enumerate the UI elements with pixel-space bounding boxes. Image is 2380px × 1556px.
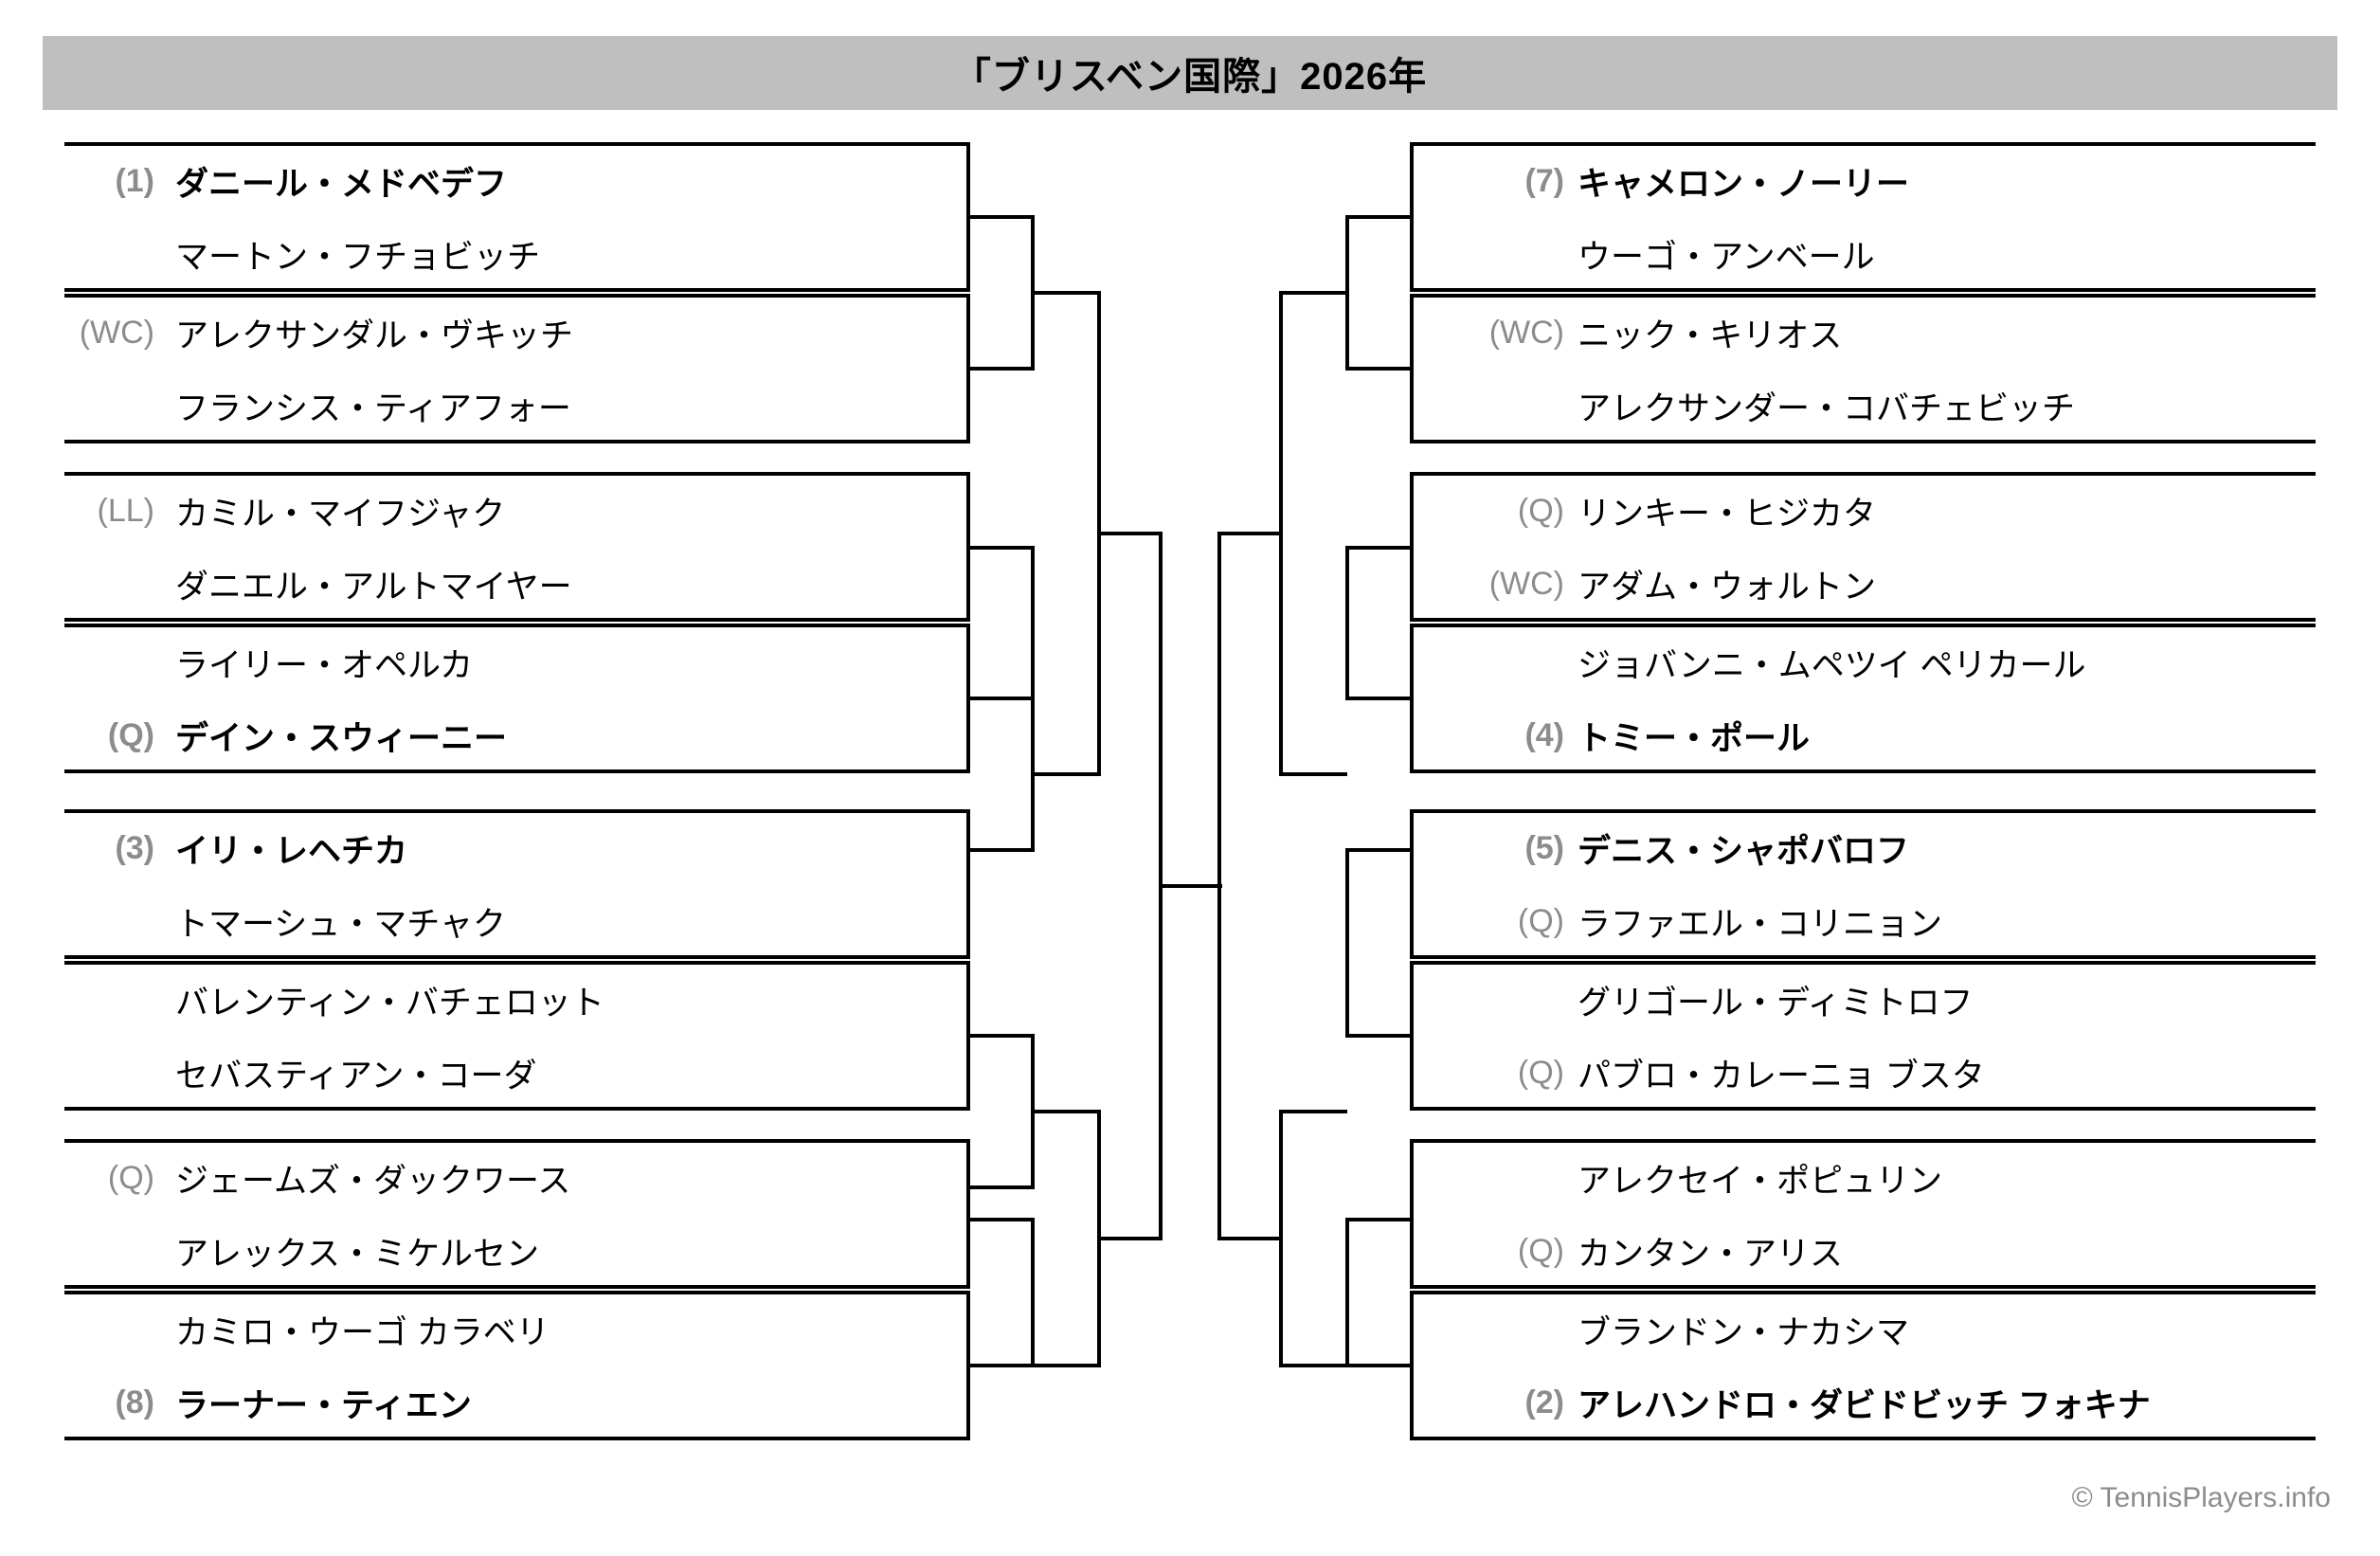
- seed-label: (7): [1524, 162, 1564, 199]
- seed-label: (WC): [1488, 565, 1564, 602]
- player-row[interactable]: (1) ダニール・メドベデフ: [66, 147, 966, 215]
- seed-label: (4): [1524, 716, 1564, 753]
- player-row[interactable]: ジョバンニ・ムペツイ ペリカール: [1464, 628, 2364, 697]
- player-name: フランシス・ティアフォー: [175, 389, 571, 427]
- player-name: カミロ・ウーゴ カラベリ: [175, 1313, 550, 1351]
- player-name: マートン・フチョビッチ: [175, 238, 541, 276]
- player-row[interactable]: トミー・ポール (4): [1464, 701, 2364, 769]
- player-row[interactable]: セバスティアン・コーダ: [66, 1039, 966, 1107]
- player-row[interactable]: (WC) アレクサンダル・ヴキッチ: [66, 299, 966, 367]
- player-row[interactable]: ライリー・オペルカ: [66, 628, 966, 697]
- player-name: カンタン・アリス: [1578, 1235, 1844, 1273]
- player-row[interactable]: デニス・シャポバロフ (5): [1464, 814, 2364, 882]
- seed-label: (Q): [1517, 902, 1564, 939]
- player-row[interactable]: アレクセイ・ポピュリン: [1464, 1144, 2364, 1212]
- seed-label: (LL): [97, 492, 154, 529]
- player-name: アダム・ウォルトン: [1578, 568, 1877, 606]
- player-row[interactable]: ウーゴ・アンベール: [1464, 220, 2364, 288]
- seed-label: (Q): [107, 716, 154, 753]
- seed-label: (3): [115, 829, 154, 866]
- seed-label: (8): [115, 1384, 154, 1420]
- player-name: アレクサンダー・コバチェビッチ: [1578, 389, 2076, 427]
- player-row[interactable]: (Q) デイン・スウィーニー: [66, 701, 966, 769]
- player-row[interactable]: カミロ・ウーゴ カラベリ: [66, 1295, 966, 1364]
- player-name: トマーシュ・マチャク: [175, 905, 506, 943]
- player-name: デニス・シャポバロフ: [1578, 832, 1910, 870]
- player-row[interactable]: マートン・フチョビッチ: [66, 220, 966, 288]
- seed-label: (Q): [107, 1159, 154, 1196]
- player-row[interactable]: キャメロン・ノーリー (7): [1464, 147, 2364, 215]
- player-name: ライリー・オペルカ: [175, 646, 473, 684]
- player-name: アレクサンダル・ヴキッチ: [175, 317, 574, 354]
- seed-label: (WC): [1488, 314, 1564, 351]
- tournament-title-bar: 「ブリスベン国際」2026年: [43, 36, 2337, 110]
- player-name: バレンティン・バチェロット: [175, 984, 604, 1022]
- seed-label: (1): [115, 162, 154, 199]
- player-name: カミル・マイフジャク: [175, 495, 506, 533]
- player-row[interactable]: リンキー・ヒジカタ (Q): [1464, 477, 2364, 545]
- player-name: キャメロン・ノーリー: [1578, 165, 1910, 203]
- player-name: ジェームズ・ダックワース: [175, 1162, 571, 1200]
- player-name: デイン・スウィーニー: [175, 719, 508, 757]
- player-row[interactable]: ダニエル・アルトマイヤー: [66, 550, 966, 618]
- player-name: アレクセイ・ポピュリン: [1578, 1162, 1943, 1200]
- seed-label: (2): [1524, 1384, 1564, 1420]
- player-row[interactable]: アダム・ウォルトン (WC): [1464, 550, 2364, 618]
- player-name: セバスティアン・コーダ: [175, 1057, 537, 1095]
- player-row[interactable]: (8) ラーナー・ティエン: [66, 1368, 966, 1437]
- seed-label: (WC): [79, 314, 154, 351]
- page-title: 「ブリスベン国際」2026年: [952, 56, 1428, 98]
- player-name: ブランドン・ナカシマ: [1578, 1313, 1910, 1351]
- player-row[interactable]: アレックス・ミケルセン: [66, 1217, 966, 1285]
- player-name: ジョバンニ・ムペツイ ペリカール: [1578, 646, 2086, 684]
- player-row[interactable]: ニック・キリオス (WC): [1464, 299, 2364, 367]
- copyright-text: © TennisPlayers.info: [2071, 1482, 2331, 1513]
- seed-label: (Q): [1517, 1054, 1564, 1091]
- player-name: アレックス・ミケルセン: [175, 1235, 539, 1273]
- player-row[interactable]: アレハンドロ・ダビドビッチ フォキナ (2): [1464, 1368, 2364, 1437]
- player-name: ラファエル・コリニョン: [1578, 905, 1943, 943]
- player-name: リンキー・ヒジカタ: [1578, 495, 1877, 533]
- player-name: イリ・レヘチカ: [175, 832, 408, 870]
- player-name: ニック・キリオス: [1578, 317, 1843, 354]
- player-row[interactable]: (3) イリ・レヘチカ: [66, 814, 966, 882]
- player-row[interactable]: (LL) カミル・マイフジャク: [66, 477, 966, 545]
- player-row[interactable]: バレンティン・バチェロット: [66, 966, 966, 1034]
- player-name: グリゴール・ディミトロフ: [1578, 984, 1974, 1022]
- player-name: ダニエル・アルトマイヤー: [175, 568, 572, 606]
- player-row[interactable]: フランシス・ティアフォー: [66, 371, 966, 440]
- player-row[interactable]: グリゴール・ディミトロフ: [1464, 966, 2364, 1034]
- seed-label: (Q): [1517, 1232, 1564, 1269]
- player-row[interactable]: パブロ・カレーニョ ブスタ (Q): [1464, 1039, 2364, 1107]
- player-row[interactable]: (Q) ジェームズ・ダックワース: [66, 1144, 966, 1212]
- player-row[interactable]: アレクサンダー・コバチェビッチ: [1464, 371, 2364, 440]
- player-row[interactable]: ブランドン・ナカシマ: [1464, 1295, 2364, 1364]
- player-row[interactable]: ラファエル・コリニョン (Q): [1464, 887, 2364, 955]
- player-row[interactable]: カンタン・アリス (Q): [1464, 1217, 2364, 1285]
- player-name: アレハンドロ・ダビドビッチ フォキナ: [1578, 1386, 2151, 1424]
- player-name: パブロ・カレーニョ ブスタ: [1578, 1057, 1985, 1095]
- seed-label: (5): [1524, 829, 1564, 866]
- seed-label: (Q): [1517, 492, 1564, 529]
- player-row[interactable]: トマーシュ・マチャク: [66, 887, 966, 955]
- player-name: ダニール・メドベデフ: [175, 165, 508, 203]
- player-name: ラーナー・ティエン: [175, 1386, 472, 1424]
- player-name: ウーゴ・アンベール: [1578, 238, 1875, 276]
- player-name: トミー・ポール: [1578, 719, 1811, 757]
